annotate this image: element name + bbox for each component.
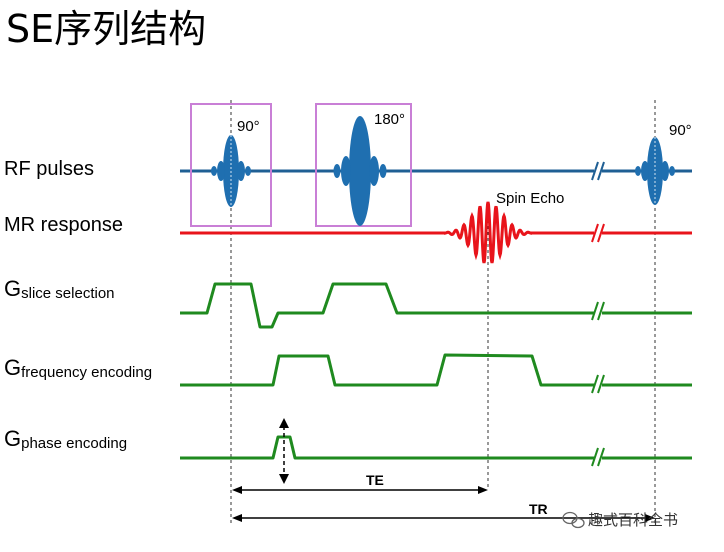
- page-title: SE序列结构: [6, 7, 206, 51]
- rf-baseline: [180, 161, 692, 181]
- pulse-box-90: [190, 103, 272, 227]
- wechat-icon: [562, 511, 585, 529]
- spin-echo-label: Spin Echo: [496, 190, 564, 207]
- spin-echo-signal: [444, 201, 532, 264]
- g-frequency-waveform: [180, 353, 692, 394]
- rf-pulse-180: [333, 116, 387, 226]
- pulse-box-180: [315, 103, 412, 227]
- label-mr-response: MR response: [4, 214, 123, 236]
- g-slice-waveform: [180, 282, 692, 329]
- angle-label-90-repeat: 90°: [669, 122, 692, 139]
- label-rf-pulses: RF pulses: [4, 158, 94, 180]
- mr-baseline: [180, 223, 692, 243]
- watermark-text: 趣式百科全书: [588, 511, 678, 529]
- phase-step-arrow: [279, 418, 289, 484]
- angle-label-180: 180°: [374, 111, 405, 128]
- label-g-phase: Gphase encoding: [4, 426, 127, 452]
- g-phase-waveform: [180, 435, 692, 467]
- watermark: 趣式百科全书: [562, 511, 678, 529]
- angle-label-90: 90°: [237, 118, 260, 135]
- rf-pulse-90-repeat: [635, 137, 675, 205]
- te-interval-arrow: [232, 486, 488, 494]
- rf-pulse-90: [211, 135, 251, 207]
- te-label: TE: [366, 472, 384, 488]
- tr-label: TR: [529, 501, 548, 517]
- label-g-frequency: Gfrequency encoding: [4, 355, 152, 381]
- label-g-slice: Gslice selection: [4, 276, 115, 302]
